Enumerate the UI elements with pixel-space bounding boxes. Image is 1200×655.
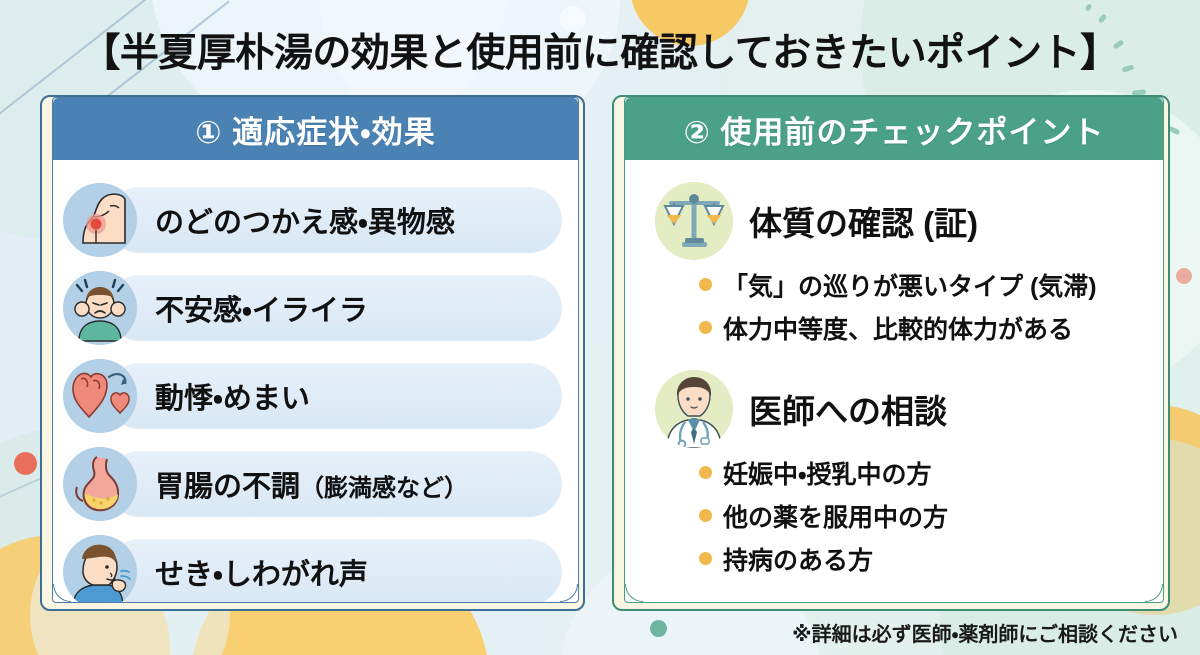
- stomach-icon: [63, 447, 137, 521]
- checkpoint-list: 体質の確認 (証) 「気」の巡りが悪いタイプ (気滞) 体力中等度、比較的体力が…: [625, 160, 1163, 577]
- bullet-item: 「気」の巡りが悪いタイプ (気滞): [699, 267, 1141, 303]
- decorative-dot-teal-bottom: [650, 620, 667, 637]
- page-title: 【半夏厚朴湯の効果と使用前に確認しておきたいポイント】: [81, 32, 1119, 75]
- doctor-icon: [655, 370, 733, 448]
- palpitation-dizziness-icon: [63, 359, 137, 433]
- list-item[interactable]: 不安感・イライラ: [63, 266, 562, 350]
- decorative-dot-coral-left: [14, 452, 37, 475]
- checkpoint-block-doctor[interactable]: 医師への相談 妊娠中・授乳中の方 他の薬を服用中の方 持病のある方: [655, 370, 1141, 577]
- right-panel-header: ② 使用前のチェックポイント: [625, 98, 1163, 160]
- checkpoint-bullets: 「気」の巡りが悪いタイプ (気滞) 体力中等度、比較的体力がある: [699, 267, 1141, 346]
- symptom-label-sub: （膨満感など）: [300, 475, 469, 502]
- left-panel-card: ① 適応症状・効果: [40, 95, 585, 611]
- balance-scale-icon: [655, 182, 733, 260]
- anxiety-irritation-icon: [63, 271, 137, 345]
- symptom-pill: [107, 363, 562, 429]
- decorative-dash-7: [1084, 3, 1093, 12]
- right-card-corner-bottom-left: [625, 584, 643, 602]
- symptom-label: 不安感・イライラ: [155, 295, 368, 327]
- checkpoint-block-constitution[interactable]: 体質の確認 (証) 「気」の巡りが悪いタイプ (気滞) 体力中等度、比較的体力が…: [655, 182, 1141, 346]
- footnote: ※詳細は必ず医師・薬剤師にご相談ください: [792, 624, 1178, 646]
- decorative-dot-white-top: [560, 6, 586, 32]
- symptom-label: のどのつかえ感・異物感: [155, 207, 455, 239]
- symptom-label: せき・しわがれ声: [155, 559, 368, 591]
- checkpoint-heading: 医師への相談: [655, 370, 1141, 448]
- bullet-item: 妊娠中・授乳中の方: [699, 455, 1141, 491]
- list-item[interactable]: せき・しわがれ声: [63, 530, 562, 602]
- symptom-list: のどのつかえ感・異物感: [53, 174, 578, 602]
- symptom-pill: [107, 275, 562, 341]
- list-item[interactable]: のどのつかえ感・異物感: [63, 178, 562, 262]
- left-panel-body: のどのつかえ感・異物感: [53, 160, 578, 602]
- checkpoint-heading: 体質の確認 (証): [655, 182, 1141, 260]
- symptom-label-main: 胃腸の不調: [155, 471, 301, 503]
- checkpoint-title: 医師への相談: [749, 393, 947, 430]
- cough-hoarseness-icon: [63, 535, 137, 602]
- bullet-item: 持病のある方: [699, 541, 1141, 577]
- symptom-label: 胃腸の不調（膨満感など）: [155, 463, 468, 505]
- right-card-corner-bottom-right: [1145, 584, 1163, 602]
- right-card-sheet: ② 使用前のチェックポイント: [624, 97, 1164, 603]
- throat-discomfort-icon: [63, 183, 137, 257]
- checkpoint-bullets: 妊娠中・授乳中の方 他の薬を服用中の方 持病のある方: [699, 455, 1141, 577]
- left-panel-header: ① 適応症状・効果: [53, 98, 578, 160]
- left-card-sheet: ① 適応症状・効果: [52, 97, 579, 603]
- right-panel-card: ② 使用前のチェックポイント: [612, 95, 1170, 611]
- bullet-item: 体力中等度、比較的体力がある: [699, 310, 1141, 346]
- list-item[interactable]: 胃腸の不調（膨満感など）: [63, 442, 562, 526]
- bullet-item: 他の薬を服用中の方: [699, 498, 1141, 534]
- checkpoint-title: 体質の確認 (証): [749, 205, 979, 242]
- decorative-dot-coral-top-right: [1176, 268, 1192, 284]
- symptom-label: 動悸・めまい: [155, 383, 310, 415]
- list-item[interactable]: 動悸・めまい: [63, 354, 562, 438]
